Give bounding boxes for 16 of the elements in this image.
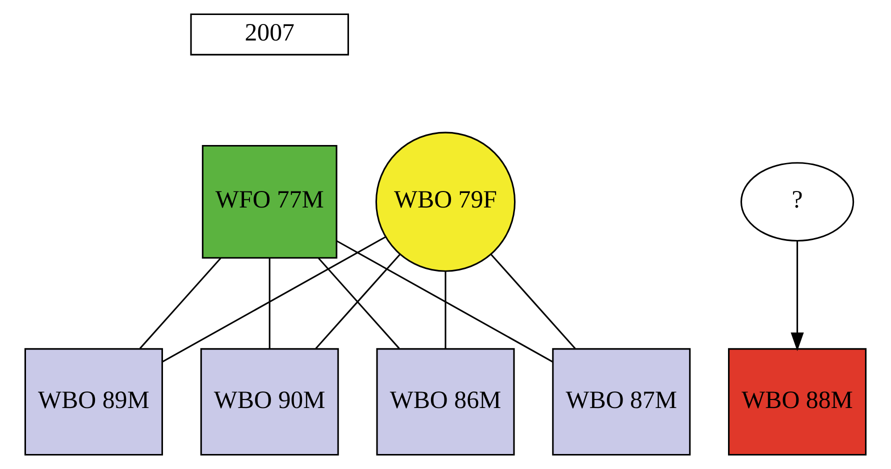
arrow [790, 240, 804, 352]
node-box: WBO 89M [24, 348, 163, 456]
node-box: WBO 88M [728, 348, 867, 456]
connector [336, 240, 554, 363]
connector [268, 258, 270, 348]
node-box: 2007 [190, 13, 349, 56]
connector [444, 271, 446, 349]
connector [490, 254, 576, 350]
connector [139, 258, 222, 349]
connector [162, 236, 386, 362]
node-box: WBO 86M [376, 348, 515, 456]
node-box: WBO 87M [552, 348, 691, 456]
node-ellipse: ? [740, 162, 854, 242]
node-circle: WBO 79F [375, 132, 516, 272]
node-box: WBO 90M [200, 348, 339, 456]
node-box: WFO 77M [202, 145, 338, 259]
